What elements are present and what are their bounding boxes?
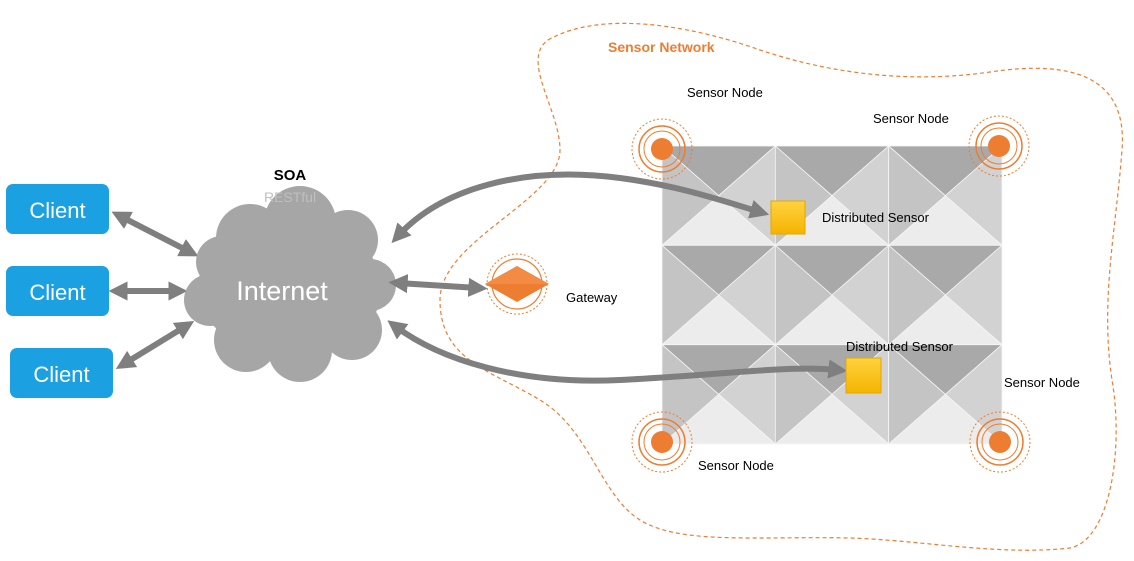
internet-cloud: Internet [184, 186, 396, 382]
sensor-node-label-2: Sensor Node [873, 111, 949, 126]
internet-label: Internet [236, 276, 328, 306]
sensor-node-label-1: Sensor Node [687, 85, 763, 100]
grid-facet [888, 145, 946, 247]
gateway-icon[interactable] [485, 253, 549, 315]
client-label-3: Client [33, 362, 89, 387]
client-3-arrow [115, 320, 195, 370]
sensor-network-boundary [439, 22, 1123, 551]
distributed-sensor-top[interactable] [770, 200, 806, 235]
internet-top-sensor-arrow [391, 171, 770, 244]
sensor-node-top-left[interactable] [631, 118, 693, 180]
gateway-label: Gateway [566, 290, 618, 305]
sensor-network-label: Sensor Network [608, 39, 715, 55]
grid-facet [661, 244, 720, 346]
client-box-2[interactable]: Client [6, 266, 109, 316]
grid-facet [774, 244, 833, 346]
distributed-sensor-label-2: Distributed Sensor [846, 339, 954, 354]
client-label-1: Client [29, 198, 85, 223]
distributed-sensor-bottom[interactable] [845, 357, 882, 394]
grid-facet [888, 343, 946, 445]
client-1-arrow [111, 211, 199, 257]
soa-title: SOA [274, 167, 307, 184]
sensor-node-top-right[interactable] [968, 115, 1030, 177]
client-box-3[interactable]: Client [10, 348, 113, 398]
client-label-2: Client [29, 280, 85, 305]
grid-facet [888, 244, 946, 346]
soa-subtitle: RESTful [264, 189, 316, 205]
internet-bottom-sensor-arrow [387, 320, 848, 384]
sensor-node-label-3: Sensor Node [1004, 375, 1080, 390]
sensor-node-bottom-left[interactable] [631, 411, 693, 473]
sensor-node-label-4: Sensor Node [698, 458, 774, 473]
sensor-grid [660, 145, 1004, 445]
distributed-sensor-label-1: Distributed Sensor [822, 210, 930, 225]
client-box-1[interactable]: Client [6, 184, 109, 234]
sensor-node-bottom-right[interactable] [969, 411, 1031, 473]
internet-gateway-arrow [388, 274, 488, 297]
